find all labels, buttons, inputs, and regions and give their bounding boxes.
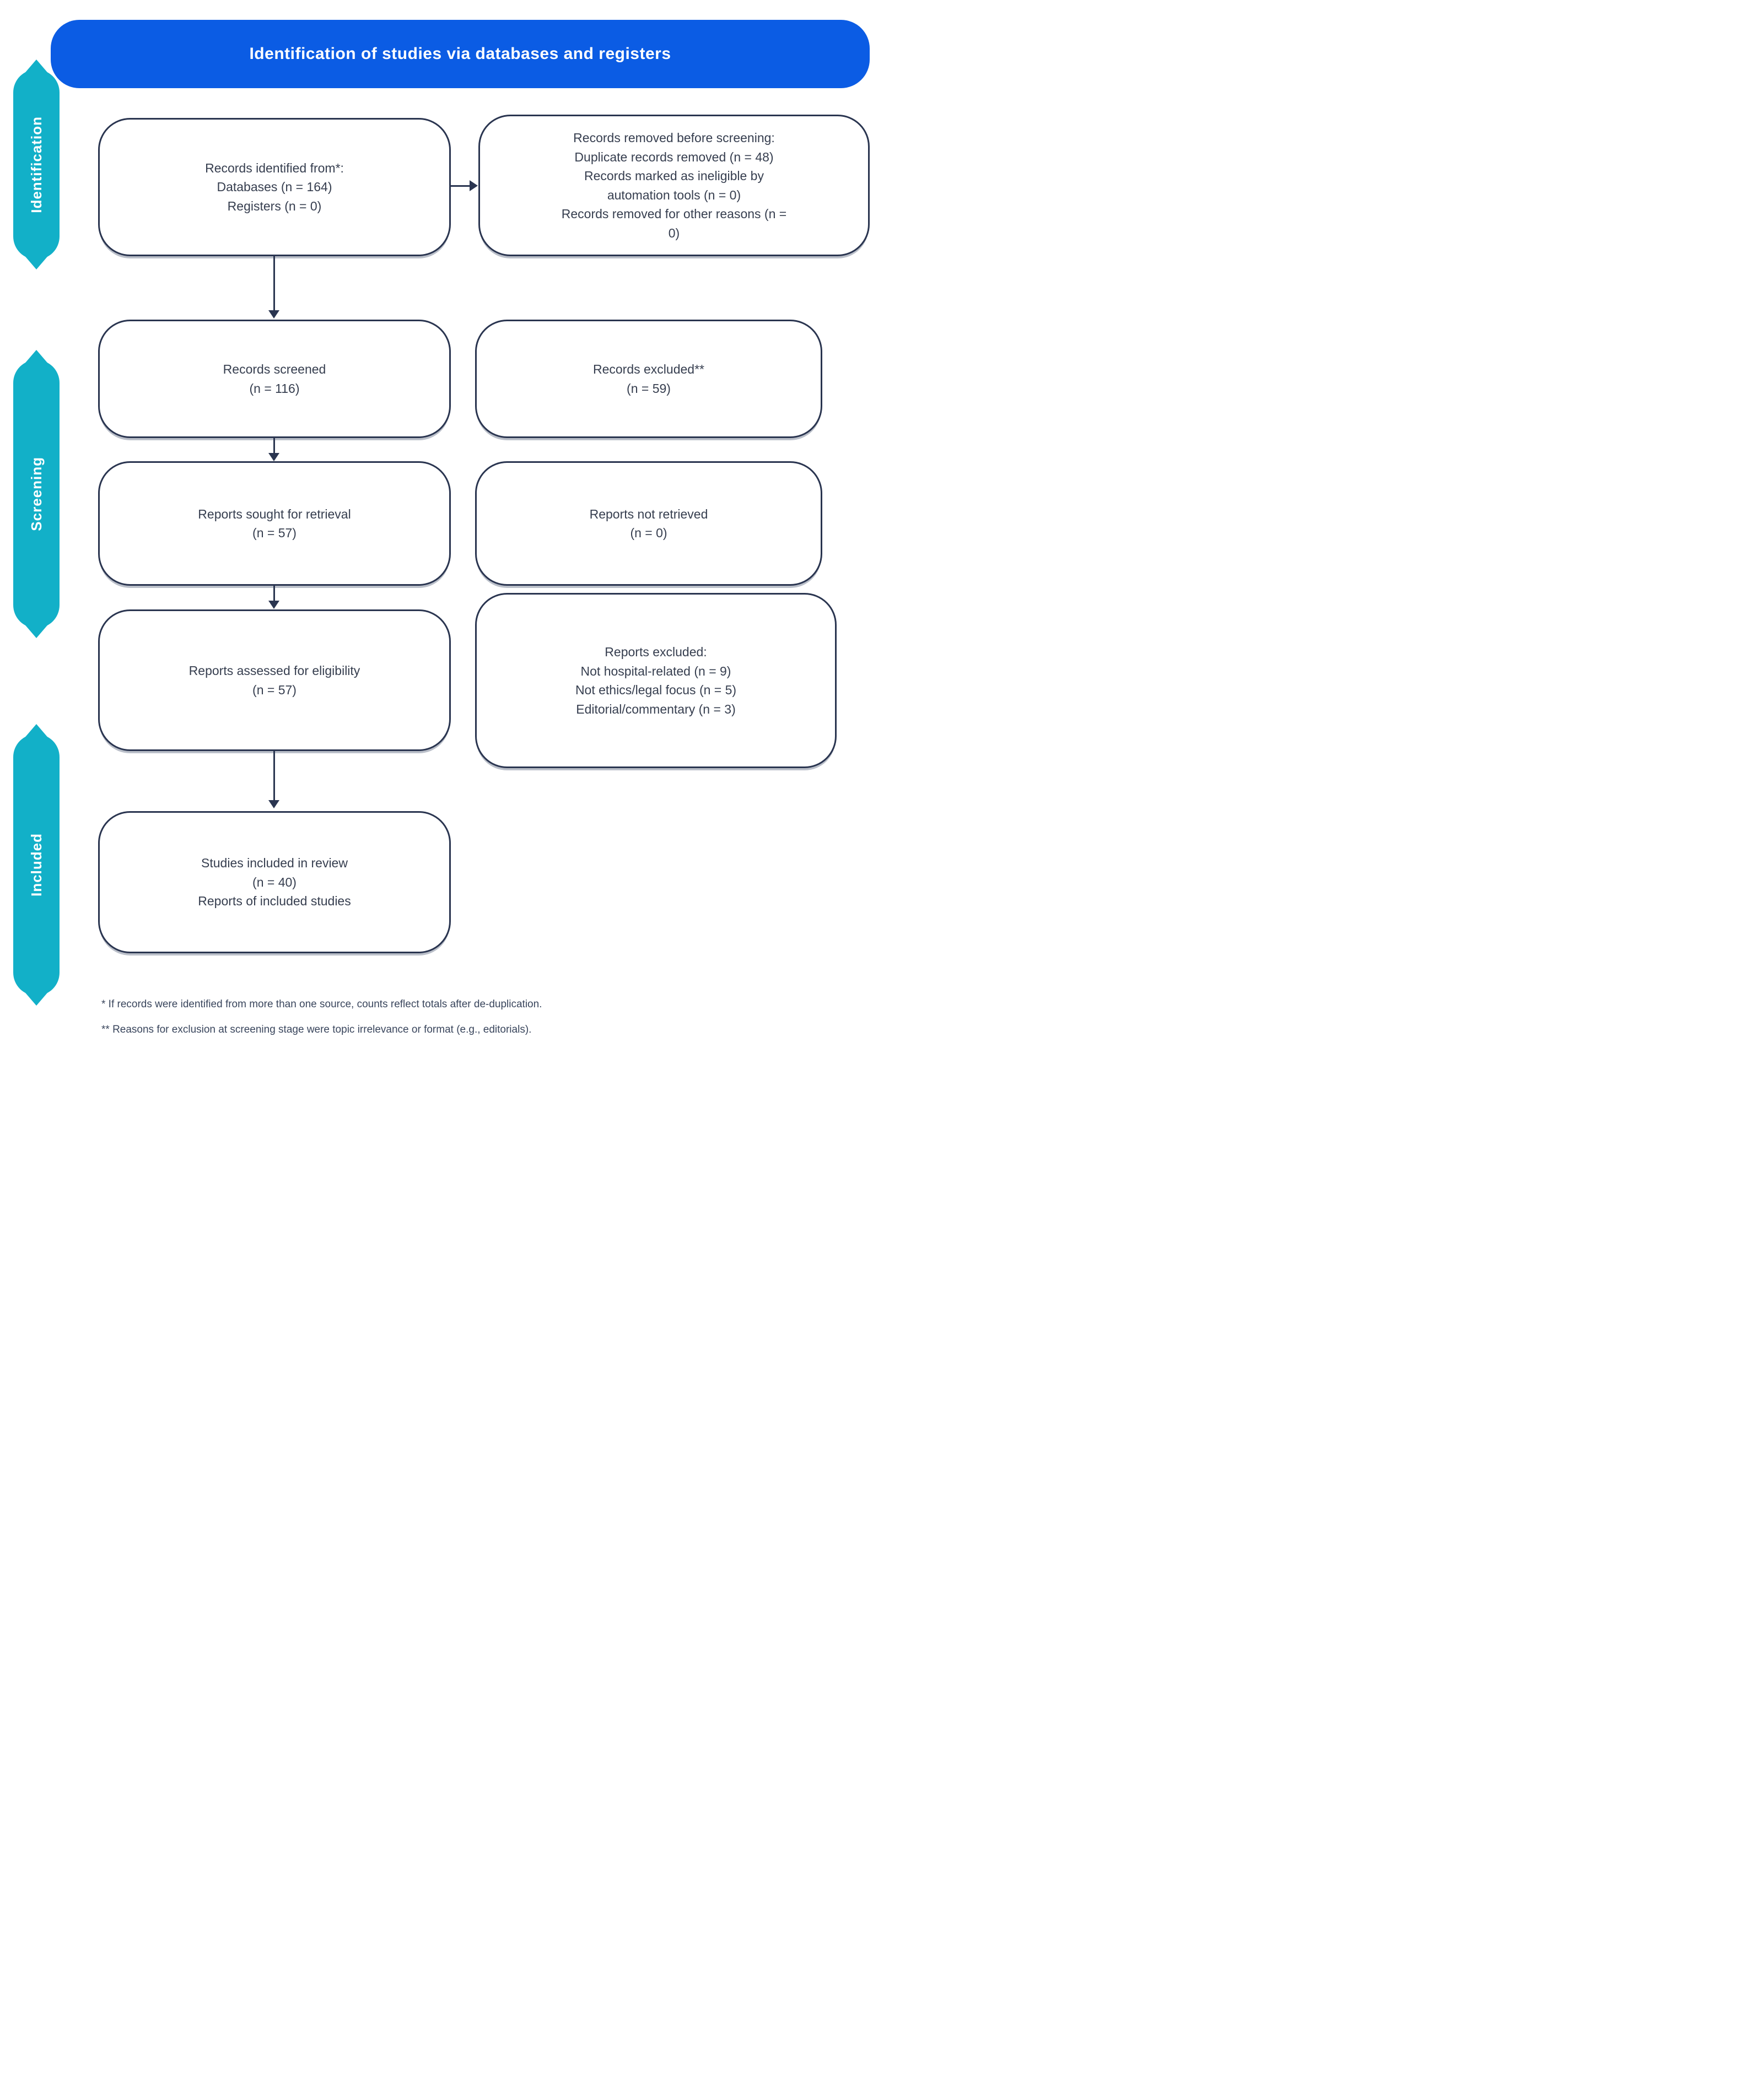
box-line: (n = 116)	[249, 381, 300, 396]
arrowhead-down-icon	[268, 453, 279, 461]
box-reports-excluded: Reports excluded: Not hospital-related (…	[475, 593, 837, 768]
box-text: Reports sought for retrieval (n = 57)	[198, 505, 351, 543]
box-text: Records excluded** (n = 59)	[593, 360, 704, 398]
page-title: Identification of studies via databases …	[249, 45, 671, 63]
box-text: Records removed before screening: Duplic…	[562, 128, 786, 242]
stage-label-identification: Identification	[13, 60, 60, 269]
stage-label-screening: Screening	[13, 350, 60, 638]
footnotes: * If records were identified from more t…	[101, 998, 796, 1049]
box-line: automation tools (n = 0)	[607, 187, 741, 202]
stage-capsule	[13, 69, 60, 260]
stage-capsule	[13, 360, 60, 628]
arrow-line-down-2	[273, 438, 275, 454]
box-records-removed: Records removed before screening: Duplic…	[478, 115, 870, 256]
box-records-screened: Records screened (n = 116)	[98, 320, 451, 438]
stage-capsule	[13, 734, 60, 996]
box-line: Records identified from*:	[205, 160, 344, 175]
box-reports-assessed: Reports assessed for eligibility (n = 57…	[98, 609, 451, 751]
box-reports-sought: Reports sought for retrieval (n = 57)	[98, 461, 451, 586]
box-reports-not-retrieved: Reports not retrieved (n = 0)	[475, 461, 822, 586]
box-line: Reports excluded:	[605, 645, 707, 659]
arrowhead-down-icon	[268, 310, 279, 318]
arrowhead-down-icon	[268, 800, 279, 808]
box-line: Records removed before screening:	[573, 131, 775, 145]
box-line: (n = 57)	[252, 682, 297, 697]
stage-label-wrap: Screening	[13, 350, 60, 638]
footnote-exclusion-reasons: ** Reasons for exclusion at screening st…	[101, 1024, 532, 1035]
box-line: Databases (n = 164)	[217, 180, 332, 195]
box-line: (n = 0)	[630, 526, 667, 540]
box-line: (n = 59)	[627, 381, 671, 396]
box-line: (n = 57)	[252, 526, 297, 540]
arrowhead-right-icon	[470, 180, 478, 191]
box-line: (n = 40)	[252, 874, 297, 889]
box-line: Reports of included studies	[198, 894, 351, 909]
box-studies-included: Studies included in review (n = 40) Repo…	[98, 811, 451, 953]
footnote-deduplication: * If records were identified from more t…	[101, 998, 542, 1010]
box-text: Records screened (n = 116)	[223, 360, 326, 398]
stage-label-text: Included	[28, 833, 45, 897]
box-line: Duplicate records removed (n = 48)	[574, 149, 774, 164]
box-line: Records screened	[223, 362, 326, 376]
box-text: Reports assessed for eligibility (n = 57…	[189, 661, 360, 699]
box-line: Not ethics/legal focus (n = 5)	[575, 683, 737, 697]
prisma-flow-diagram: Identification of studies via databases …	[0, 0, 873, 1050]
box-text: Reports not retrieved (n = 0)	[590, 505, 708, 543]
box-records-identified: Records identified from*: Databases (n =…	[98, 118, 451, 256]
box-line: Editorial/commentary (n = 3)	[576, 701, 736, 716]
stage-label-wrap: Identification	[13, 60, 60, 269]
box-line: Records marked as ineligible by	[584, 169, 764, 183]
box-line: Reports not retrieved	[589, 506, 708, 521]
box-text: Records identified from*: Databases (n =…	[205, 159, 344, 216]
box-text: Reports excluded: Not hospital-related (…	[575, 643, 736, 719]
stage-label-included: Included	[13, 724, 60, 1006]
stage-label-text: Screening	[28, 457, 45, 531]
box-records-excluded: Records excluded** (n = 59)	[475, 320, 822, 438]
arrow-line-down-3	[273, 586, 275, 602]
box-line: Reports assessed for eligibility	[188, 663, 360, 678]
stage-label-wrap: Included	[13, 724, 60, 1006]
box-line: 0)	[668, 225, 680, 240]
stage-label-text: Identification	[28, 116, 45, 213]
box-text: Studies included in review (n = 40) Repo…	[198, 854, 351, 911]
box-line: Records removed for other reasons (n =	[561, 207, 787, 221]
arrow-line-right-1	[451, 185, 471, 187]
box-line: Studies included in review	[201, 856, 348, 871]
arrowhead-down-icon	[268, 601, 279, 609]
box-line: Reports sought for retrieval	[198, 506, 351, 521]
box-line: Records excluded**	[592, 362, 704, 376]
box-line: Not hospital-related (n = 9)	[580, 663, 731, 678]
header-banner: Identification of studies via databases …	[51, 20, 870, 88]
arrow-line-down-4	[273, 751, 275, 801]
arrow-line-down-1	[273, 256, 275, 311]
box-line: Registers (n = 0)	[227, 198, 322, 213]
